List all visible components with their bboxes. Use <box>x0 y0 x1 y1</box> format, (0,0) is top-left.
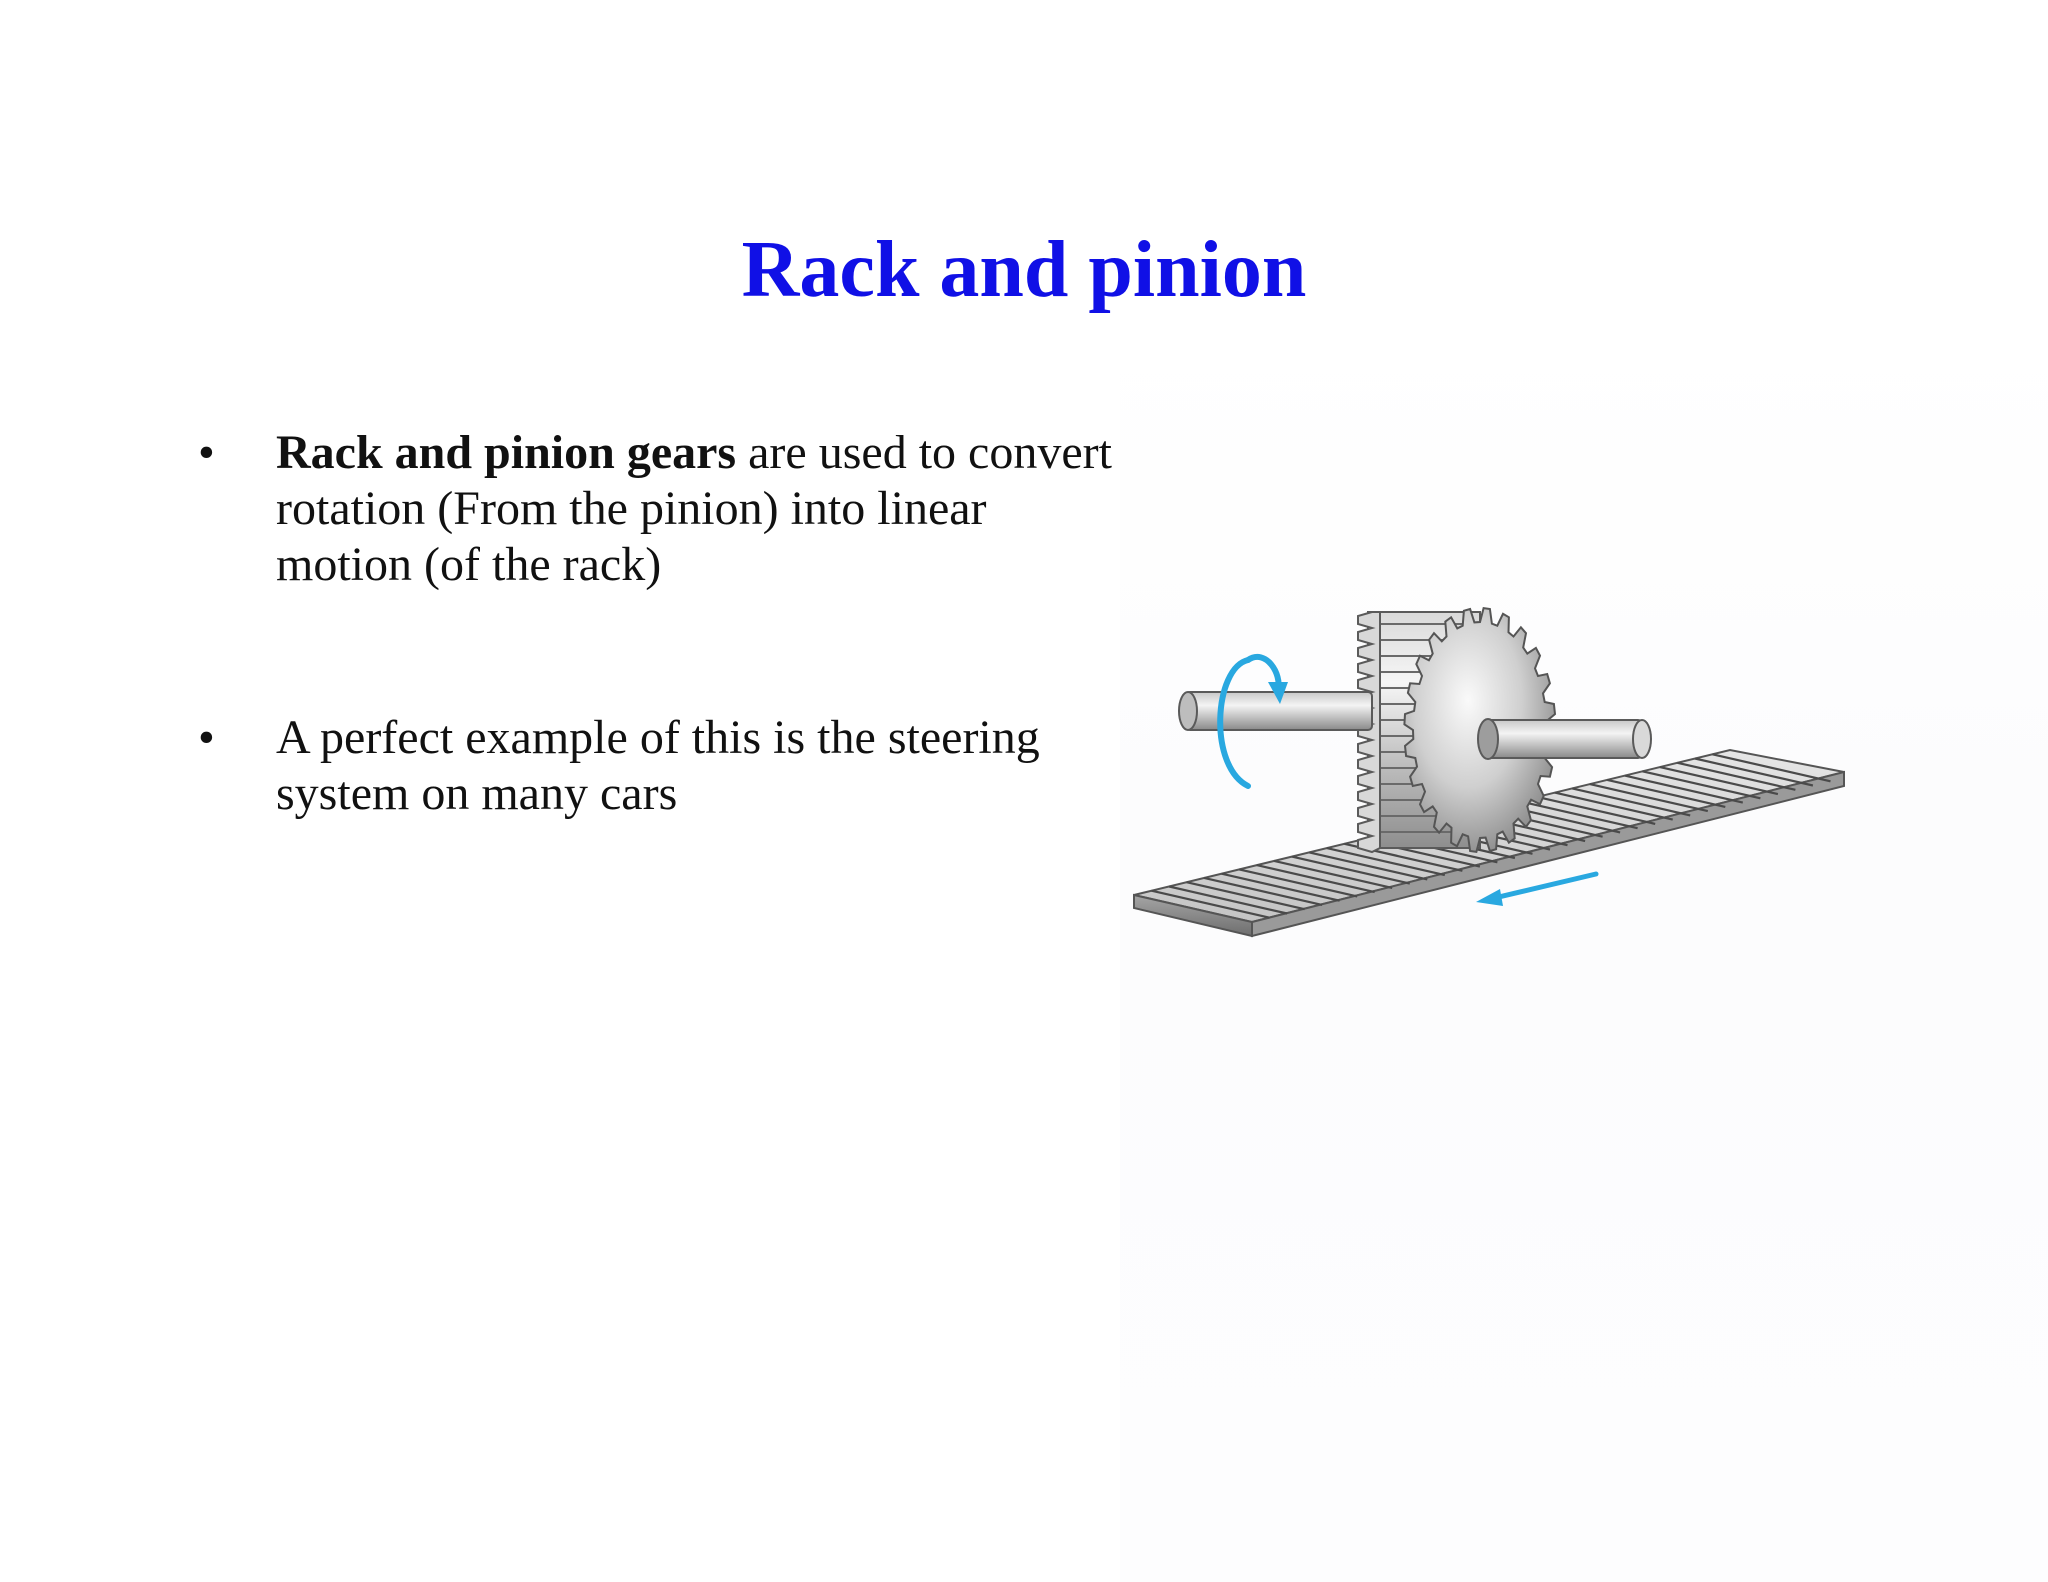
bullet-body: are used to convert rotation (From the p… <box>276 426 1112 591</box>
illustration-background <box>1120 330 2048 1582</box>
bullet-text: Rack and pinion gears are used to conver… <box>276 426 1112 591</box>
rack-and-pinion-illustration <box>1133 606 1845 938</box>
rotation-arrow-icon <box>1217 654 1288 789</box>
bullet-list: • Rack and pinion gears are used to conv… <box>198 425 1118 822</box>
linear-motion-arrow-icon <box>1476 871 1599 906</box>
bullet-marker: • <box>198 711 215 764</box>
bullet-marker: • <box>198 426 215 479</box>
bullet-bold-term: Rack and pinion gears <box>276 426 737 479</box>
bullet-body: A perfect example of this is the steerin… <box>276 711 1040 820</box>
bullet-text: A perfect example of this is the steerin… <box>276 711 1040 820</box>
left-shaft <box>1178 691 1373 731</box>
bullet-item: • Rack and pinion gears are used to conv… <box>198 425 1118 593</box>
right-shaft <box>1477 718 1652 760</box>
bullet-item: • A perfect example of this is the steer… <box>198 710 1118 822</box>
pinion-left-teeth <box>1357 611 1381 854</box>
slide-title: Rack and pinion <box>741 226 1307 314</box>
pinion-gear <box>1357 606 1557 854</box>
